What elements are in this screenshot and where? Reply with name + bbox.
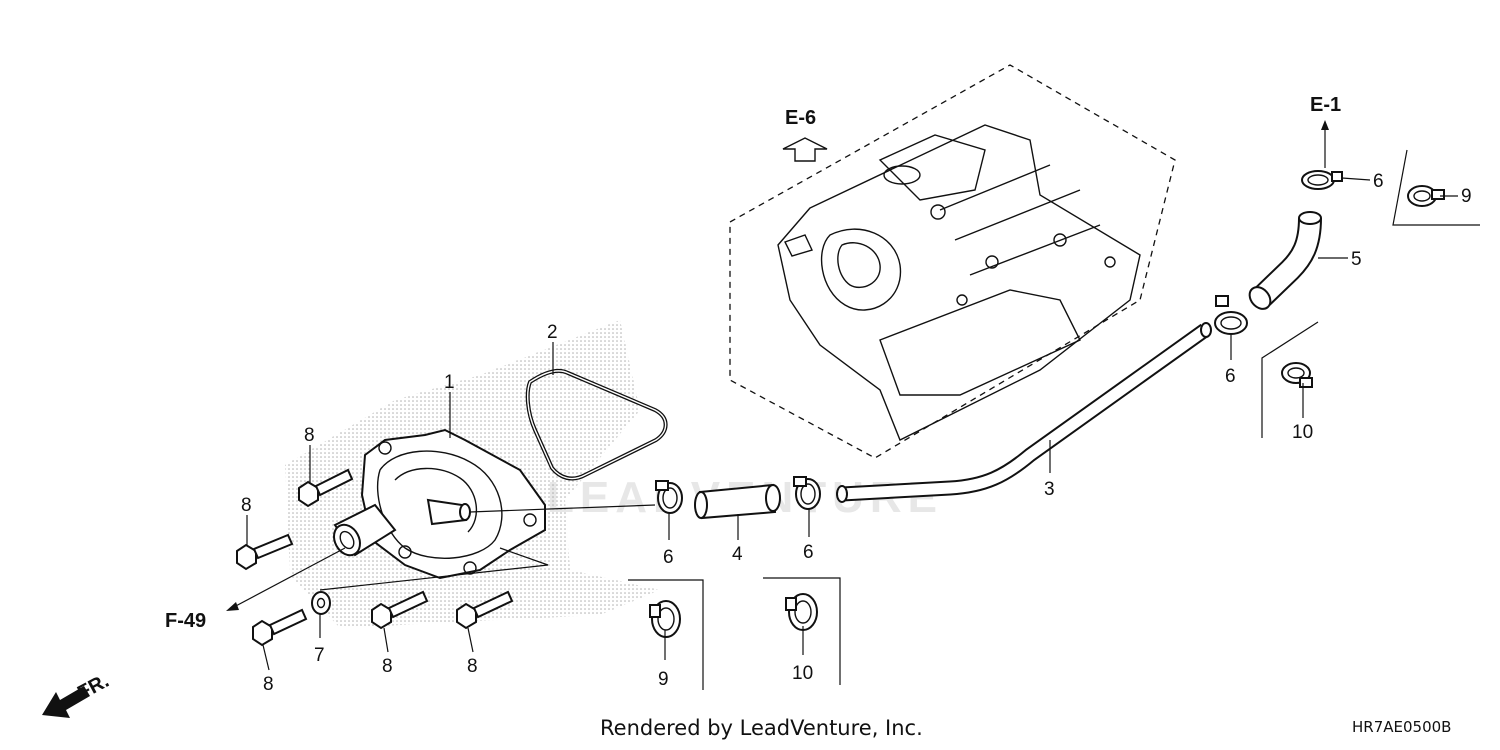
callout-6-mid[interactable]: 6 xyxy=(803,542,814,563)
washer-7 xyxy=(311,591,331,615)
callouts: 1 2 3 4 5 6 6 6 6 7 8 8 8 8 8 9 9 10 10 xyxy=(241,171,1472,695)
diagram-code: HR7AE0500B xyxy=(1352,718,1452,736)
callout-2[interactable]: 2 xyxy=(547,322,558,343)
bolt-8-upper xyxy=(298,468,354,508)
clamp-6-top xyxy=(1301,170,1343,190)
callout-8-left[interactable]: 8 xyxy=(241,495,252,516)
callout-9-bottom[interactable]: 9 xyxy=(658,669,669,690)
callout-5[interactable]: 5 xyxy=(1351,249,1362,270)
callout-8-upper[interactable]: 8 xyxy=(304,425,315,446)
ref-f49-label: F-49 xyxy=(165,610,206,632)
clamp-10-inset-right xyxy=(1261,321,1319,438)
clamp-6-mid xyxy=(793,476,821,510)
callout-8-lower-mid[interactable]: 8 xyxy=(382,656,393,677)
hose-5 xyxy=(1248,211,1322,310)
callout-1[interactable]: 1 xyxy=(444,372,455,393)
ref-f49[interactable]: F-49 xyxy=(165,547,346,632)
callout-7[interactable]: 7 xyxy=(314,645,325,666)
ref-e1-label: E-1 xyxy=(1310,94,1341,116)
credit-text: Rendered by LeadVenture, Inc. xyxy=(600,716,923,740)
callout-8-lower-right[interactable]: 8 xyxy=(467,656,478,677)
leader-lines xyxy=(246,177,1458,671)
callout-6-top[interactable]: 6 xyxy=(1373,171,1384,192)
bolt-8-lower-left xyxy=(252,608,308,647)
bolt-8-lower-right xyxy=(456,590,514,630)
callout-6-left[interactable]: 6 xyxy=(663,547,674,568)
callout-10-right[interactable]: 10 xyxy=(1292,422,1313,443)
clamp-9-inset-bottom xyxy=(628,579,704,690)
up-arrow-icon xyxy=(782,137,828,162)
arrow-icon xyxy=(226,602,239,611)
water-pump-cover xyxy=(333,428,546,580)
callout-9-top[interactable]: 9 xyxy=(1461,186,1472,207)
gasket xyxy=(525,368,668,481)
clamp-6-right xyxy=(1214,295,1248,335)
callout-10-bottom[interactable]: 10 xyxy=(792,663,813,684)
hose-4 xyxy=(694,483,781,520)
up-arrow-icon xyxy=(1321,120,1329,130)
ref-e6[interactable]: E-6 xyxy=(782,107,828,162)
bolt-8-lower-mid xyxy=(371,590,429,630)
callout-8-lower-left[interactable]: 8 xyxy=(263,674,274,695)
front-arrow-icon xyxy=(42,686,90,718)
front-direction: FR. xyxy=(42,670,113,718)
clamp-6-left xyxy=(655,480,683,514)
callout-6-right[interactable]: 6 xyxy=(1225,366,1236,387)
pipe-3 xyxy=(836,322,1212,503)
clamp-10-inset-bottom xyxy=(763,577,841,685)
bolt-8-left xyxy=(236,533,294,571)
ref-e1[interactable]: E-1 xyxy=(1310,94,1341,168)
callout-4[interactable]: 4 xyxy=(732,544,743,565)
engine-crankcase xyxy=(729,64,1176,459)
clamp-9-inset-top xyxy=(1392,149,1480,226)
callout-3[interactable]: 3 xyxy=(1044,479,1055,500)
ref-e6-label: E-6 xyxy=(785,107,816,129)
